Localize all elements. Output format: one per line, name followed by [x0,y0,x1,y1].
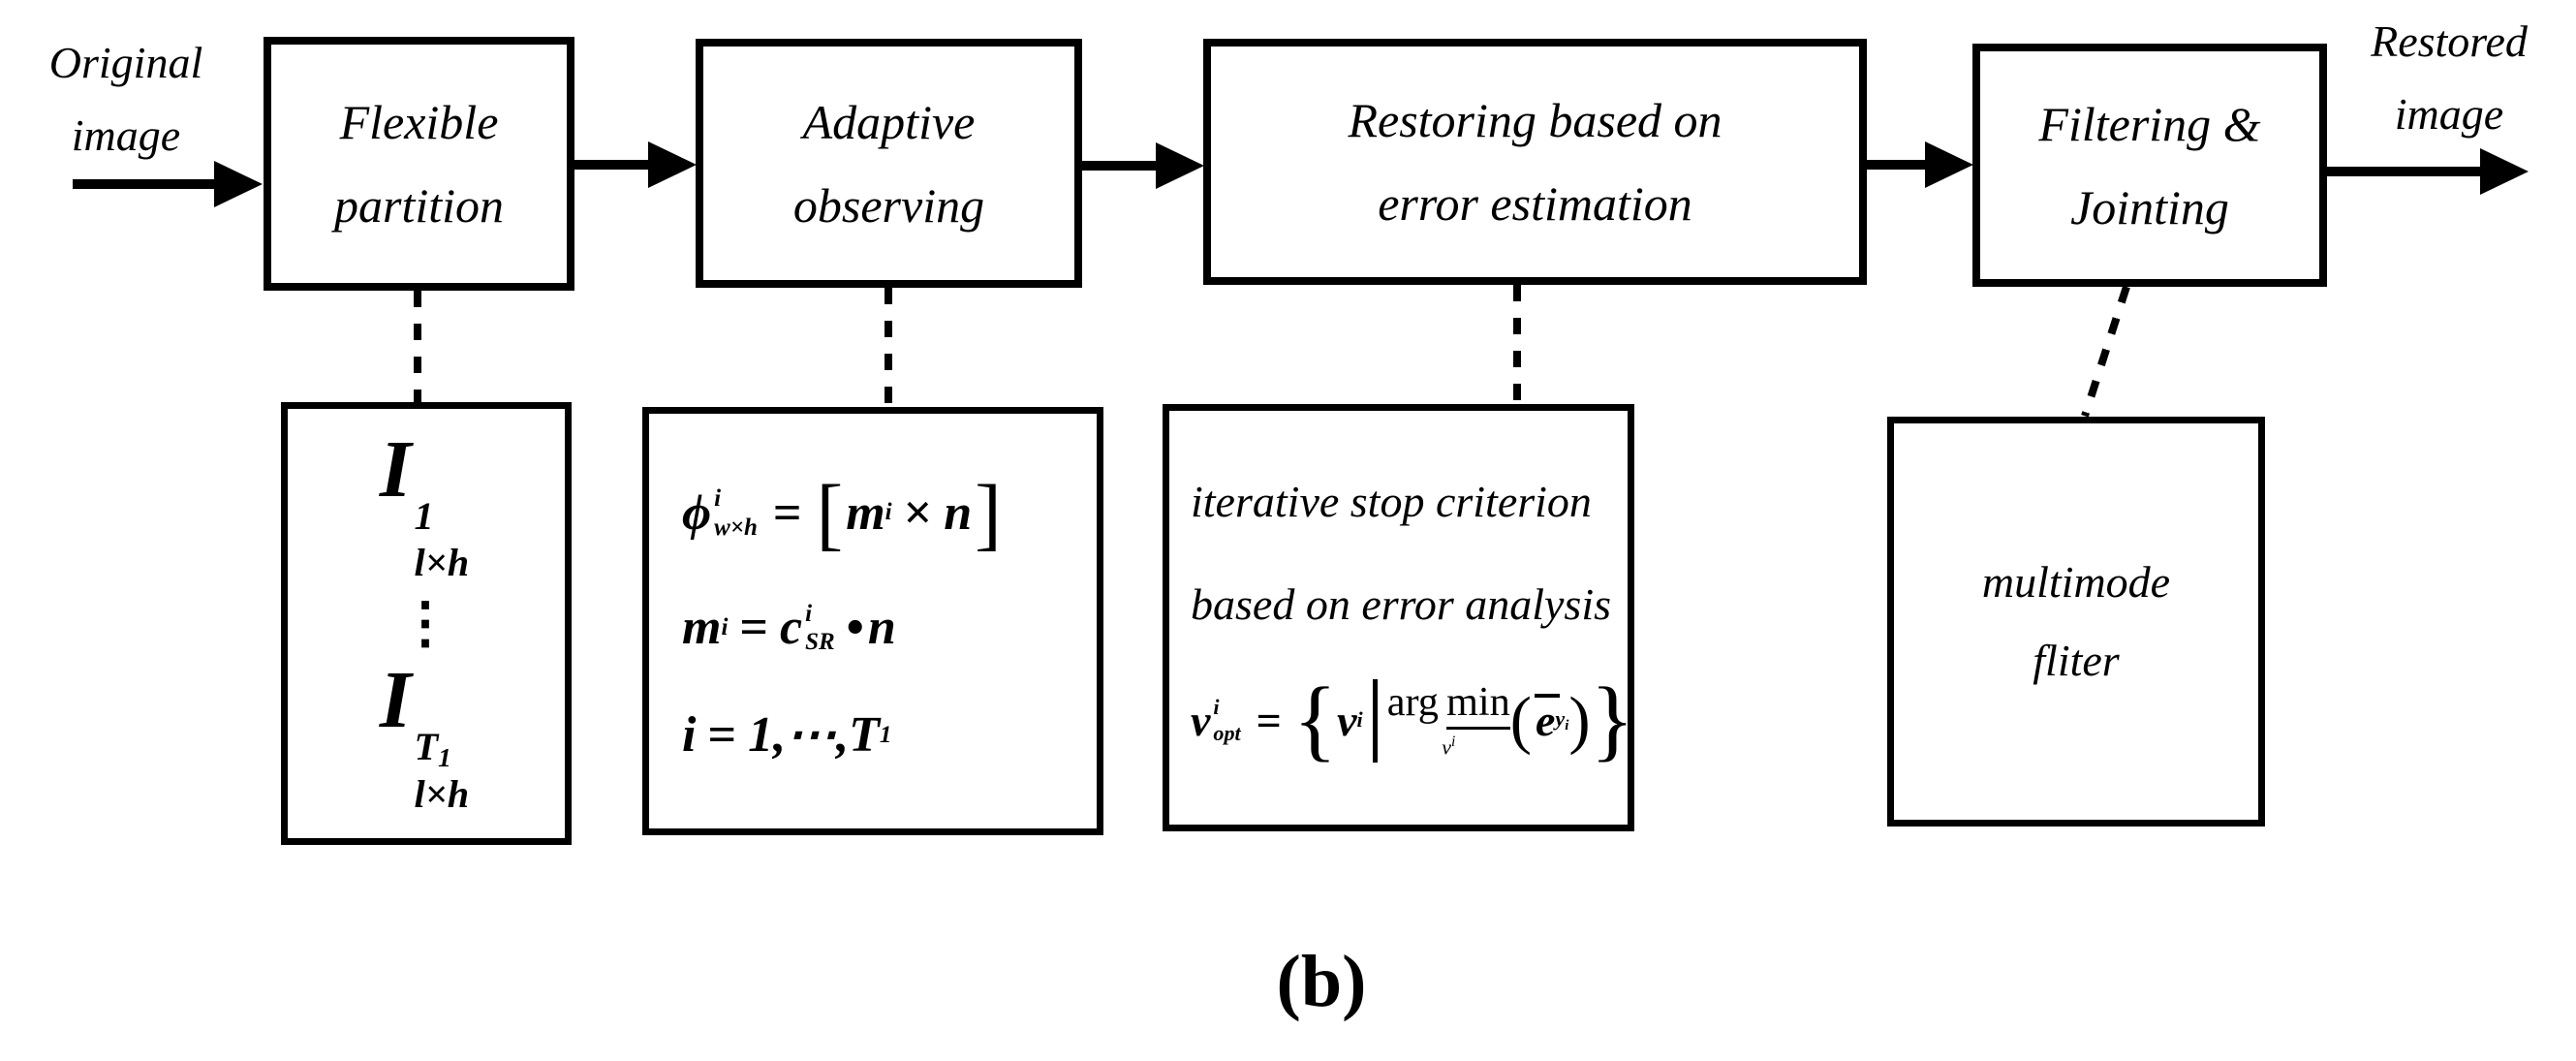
filter-line2: fliter [2033,635,2120,685]
term2-base: I [379,655,412,746]
term1-base: I [379,424,412,515]
arrow-2-shaft [1082,161,1157,171]
term2-sup: T1 [414,724,451,772]
term2-sub: l×h [414,771,470,816]
stage-1-line2: partition [333,178,505,233]
output-label-line1: Restored [2371,16,2528,66]
input-label-line1: Original [48,38,203,87]
restoring-text-line2: based on error analysis [1191,578,1612,629]
mean-error-symbol: e [1534,693,1561,745]
stage-4-line1: Filtering & [2038,96,2261,151]
input-label-line2: image [71,109,181,160]
stage-3-line2: error estimation [1378,176,1692,231]
stage-box-restoring: Restoring based on error estimation [1203,39,1867,285]
arrow-1-shaft [574,160,649,170]
input-arrow-head [214,161,263,207]
stage-box-filtering-jointing: Filtering & Jointing [1972,44,2327,287]
such-that-bar [1372,678,1378,763]
arrow-1-head [648,141,697,188]
stage-2-line2: observing [792,177,985,233]
stage-4-line2: Jointing [2070,179,2229,234]
dashed-connector-4 [2081,285,2130,418]
output-arrow-head [2480,148,2529,195]
stage-3-line1: Restoring based on [1348,93,1723,147]
dashed-connector-3 [1513,285,1521,406]
dashed-connector-1 [414,291,421,405]
arrow-3-shaft [1867,160,1926,170]
term1-sup: 1 [414,494,434,539]
dashed-connector-2 [885,288,892,409]
input-arrow-shaft [73,179,214,189]
detail-box-filter: multimode fliter [1887,417,2265,827]
output-label-line2: image [2394,88,2504,139]
arrow-3-head [1925,141,1973,188]
vertical-ellipsis: ⋮ [397,590,455,654]
figure-caption: (b) [1276,941,1367,1022]
phi-symbol: ϕ [682,484,712,541]
output-arrow-shaft [2327,167,2481,176]
restoring-text-line1: iterative stop criterion [1191,476,1592,526]
filter-line1: multimode [1981,557,2171,607]
detail-box-restoring: iterative stop criterion based on error … [1163,404,1634,831]
stage-1-line1: Flexible [339,95,499,149]
stage-box-flexible-partition: Flexible partition [264,37,574,291]
stage-box-adaptive-observing: Adaptive observing [696,39,1082,288]
input-label: Original image [5,27,247,172]
arrow-2-head [1156,142,1204,189]
term1-sub: l×h [414,540,470,584]
output-label: Restored image [2323,6,2575,150]
stage-2-line1: Adaptive [802,94,976,149]
